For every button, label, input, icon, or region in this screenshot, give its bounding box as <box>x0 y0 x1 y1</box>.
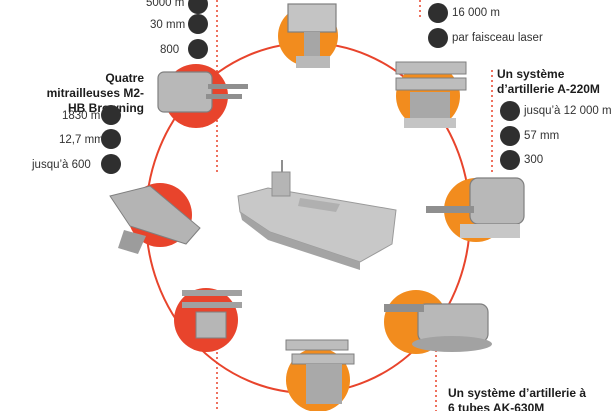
left-bottom-gun-illustration <box>182 290 242 339</box>
laser-icon <box>428 28 448 48</box>
a220-range-value: jusqu’à 12 000 m <box>524 105 612 117</box>
rate-icon <box>101 154 121 174</box>
range-icon <box>428 3 448 23</box>
ak630-turret-illustration <box>384 303 492 352</box>
caliber-icon <box>188 14 208 34</box>
ak630-title: Un système d’artillerie à 6 tubes AK-630… <box>448 386 587 411</box>
mg-caliber-value: 12,7 mm <box>59 134 104 146</box>
missile-launcher-illustration <box>395 61 467 128</box>
bottom-launcher-illustration <box>285 339 355 404</box>
right-top-guidance-value: par faisceau laser <box>452 32 543 44</box>
right-top-range-value: 16 000 m <box>452 7 500 19</box>
rate-icon <box>500 150 520 170</box>
range-icon <box>188 0 208 14</box>
a220-title: Un système d’artillerie A-220M <box>497 67 600 96</box>
mg-turret-illustration <box>157 71 248 113</box>
left-top-range-value: 5000 m <box>146 0 185 9</box>
caliber-icon <box>101 129 121 149</box>
mg-range-value: 1830 m <box>62 110 101 122</box>
rate-icon <box>188 39 208 59</box>
caliber-icon <box>500 126 520 146</box>
range-icon <box>101 105 121 125</box>
a220-caliber-value: 57 mm <box>524 130 560 142</box>
ship-illustration <box>237 160 397 270</box>
a220-rate-value: 300 <box>524 154 544 166</box>
radar-illustration <box>287 3 337 68</box>
a220-turret-illustration <box>426 177 525 238</box>
left-top-caliber-value: 30 mm <box>150 19 186 31</box>
mg-rate-value: jusqu’à 600 <box>32 159 91 171</box>
range-icon <box>500 101 520 121</box>
left-gun-illustration <box>109 185 201 254</box>
left-top-rate-value: 800 <box>160 44 180 56</box>
